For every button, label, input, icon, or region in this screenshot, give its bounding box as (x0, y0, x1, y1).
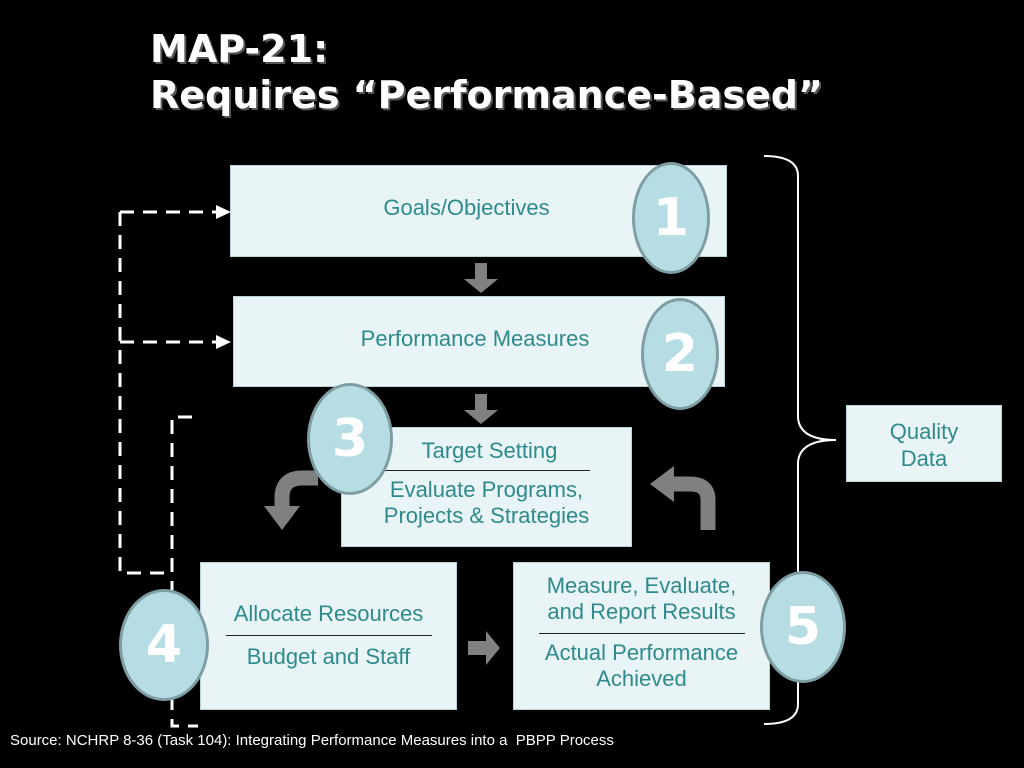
quality-label: Quality (889, 419, 959, 444)
arrowhead-to-goals (216, 205, 231, 219)
down-arrow-1-2 (464, 263, 498, 293)
target-setting-divider (383, 470, 590, 471)
step-4-circle: 4 (119, 589, 209, 701)
target-setting-label: Target Setting (421, 438, 558, 463)
measure-evaluate-line-2: and Report Results (547, 599, 736, 624)
curved-arrow-right (650, 466, 716, 530)
dashed-feedback-lines (118, 210, 216, 728)
step-3-circle: 3 (307, 383, 393, 495)
evaluate-programs-line-1: Evaluate Programs, (389, 477, 584, 502)
measure-report-results-box: Measure, Evaluate, and Report Results Ac… (513, 562, 770, 710)
goals-objectives-label: Goals/Objectives (383, 195, 550, 220)
actual-performance-line-1: Actual Performance (544, 640, 739, 665)
evaluate-programs-line-2: Projects & Strategies (383, 503, 590, 528)
right-arrow-4-5 (468, 631, 500, 665)
arrowhead-to-measures (216, 335, 231, 349)
title-line-1: MAP-21: (150, 27, 329, 71)
allocate-resources-divider (225, 635, 432, 636)
step-1-circle: 1 (632, 162, 710, 274)
allocate-resources-label: Allocate Resources (233, 601, 424, 626)
dashed-line-inner (170, 415, 198, 728)
down-arrow-2-3 (464, 394, 498, 424)
source-citation: Source: NCHRP 8-36 (Task 104): Integrati… (10, 732, 614, 749)
title-line-2: Requires “Performance-Based” (150, 73, 823, 117)
step-2-circle: 2 (641, 298, 719, 410)
dashed-line-outer (118, 212, 170, 575)
target-setting-box: Target Setting Evaluate Programs, Projec… (341, 427, 632, 547)
curved-arrow-left (264, 470, 318, 530)
measure-evaluate-line-1: Measure, Evaluate, (546, 573, 737, 598)
performance-measures-label: Performance Measures (360, 325, 590, 351)
data-label: Data (900, 446, 948, 471)
budget-and-staff-label: Budget and Staff (246, 644, 411, 669)
actual-performance-line-2: Achieved (596, 666, 687, 691)
step-5-circle: 5 (760, 571, 846, 683)
slide-title: MAP-21: Requires “Performance-Based” (150, 26, 823, 118)
quality-data-box: Quality Data (846, 405, 1002, 482)
allocate-resources-box: Allocate Resources Budget and Staff (200, 562, 457, 710)
right-brace (763, 155, 837, 725)
measure-report-divider (538, 633, 745, 634)
